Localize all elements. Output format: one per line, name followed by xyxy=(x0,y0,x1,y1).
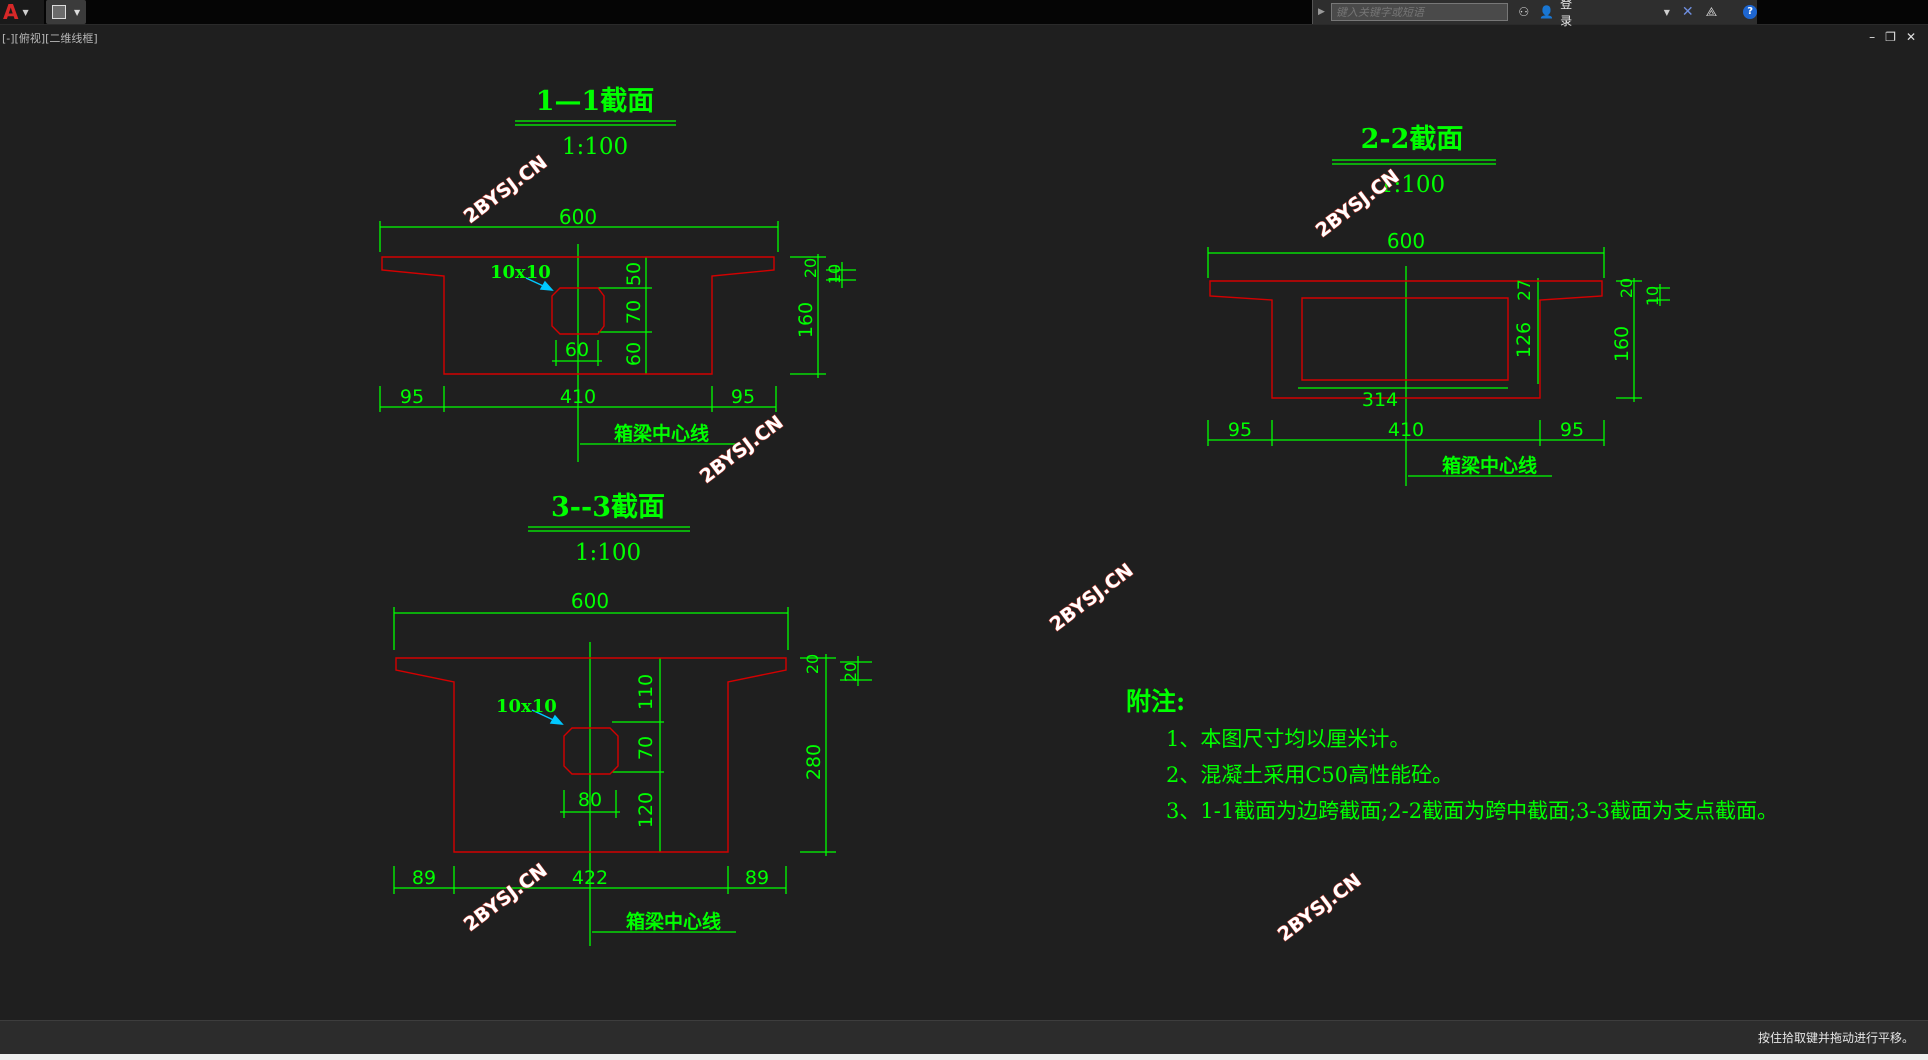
section-2-title: 2-2截面 xyxy=(1361,124,1464,155)
user-icon[interactable]: 👤 xyxy=(1539,5,1555,19)
dim-label: 50 xyxy=(623,262,645,286)
dim-label: 60 xyxy=(565,339,589,361)
dim-label: 20 xyxy=(801,258,820,278)
section-3-title: 3--3截面 xyxy=(551,492,665,523)
dim-label: 600 xyxy=(1387,229,1425,253)
dim-label: 410 xyxy=(560,386,596,408)
watermark: 2BYSJ.CN xyxy=(1274,869,1366,946)
autodesk-a360-icon[interactable]: ⟁ xyxy=(1705,4,1718,20)
dim-label: 600 xyxy=(571,589,609,613)
exchange-icon[interactable]: ✕ xyxy=(1681,4,1694,20)
section-2-scale: 1:100 xyxy=(1379,172,1445,198)
dim-label: 314 xyxy=(1362,389,1398,411)
section-3-scale: 1:100 xyxy=(575,540,641,566)
bottom-strip xyxy=(0,1054,1928,1060)
note-item: 3、1-1截面为边跨截面;2-2截面为跨中截面;3-3截面为支点截面。 xyxy=(1166,799,1778,823)
section-1-centerline-label: 箱梁中心线 xyxy=(614,422,709,445)
watermark: 2BYSJ.CN xyxy=(696,411,788,488)
dim-label: 410 xyxy=(1388,419,1424,441)
login-label[interactable]: 登录 xyxy=(1560,0,1573,28)
search-input[interactable] xyxy=(1330,3,1509,21)
dim-label: 10 xyxy=(825,264,844,284)
dim-label: 20 xyxy=(841,662,860,682)
watermark: 2BYSJ.CN xyxy=(1046,559,1138,636)
dim-label: 89 xyxy=(745,867,769,889)
dim-label: 80 xyxy=(578,789,602,811)
minimize-icon[interactable]: – xyxy=(1869,30,1876,44)
status-prompt: 按住拾取键并拖动进行平移。 xyxy=(1757,1031,1914,1045)
viewport-controls-label[interactable]: [-][俯视][二维线框] xyxy=(2,32,98,45)
note-item: 2、混凝土采用C50高性能砼。 xyxy=(1166,763,1453,787)
dim-label: 95 xyxy=(731,386,755,408)
dim-label: 126 xyxy=(1513,322,1535,358)
section-2-centerline-label: 箱梁中心线 xyxy=(1442,454,1537,477)
dropdown-arrow-icon: ▼ xyxy=(22,7,29,17)
section-1-title: 1—1截面 xyxy=(536,86,655,117)
watermark: 2BYSJ.CN xyxy=(460,859,552,936)
section-1-hole-label: 10x10 xyxy=(490,262,551,283)
dim-label: 160 xyxy=(795,302,817,338)
section-1-scale: 1:100 xyxy=(562,134,628,160)
help-icon[interactable]: ? xyxy=(1743,5,1757,19)
restore-icon[interactable]: ❐ xyxy=(1885,30,1896,44)
login-dropdown-icon[interactable]: ▼ xyxy=(1663,7,1670,17)
dim-label: 27 xyxy=(1515,279,1535,301)
watermark: 2BYSJ.CN xyxy=(460,151,552,228)
dim-label: 60 xyxy=(623,342,645,366)
drawing-window-controls: – ❐ ✕ xyxy=(1869,30,1916,44)
dim-label: 89 xyxy=(412,867,436,889)
dim-label: 120 xyxy=(635,792,657,828)
dim-label: 110 xyxy=(635,674,657,710)
dim-label: 95 xyxy=(400,386,424,408)
dim-label: 95 xyxy=(1228,419,1252,441)
dim-label: 422 xyxy=(572,867,608,889)
dim-label: 20 xyxy=(803,654,822,674)
close-icon[interactable]: ✕ xyxy=(1905,30,1916,44)
document-icon[interactable] xyxy=(52,5,66,19)
dim-label: 280 xyxy=(803,744,825,780)
dim-label: 160 xyxy=(1611,326,1633,362)
dim-label: 95 xyxy=(1560,419,1584,441)
quick-access-toolbar[interactable]: ▼ xyxy=(46,0,86,24)
note-item: 1、本图尺寸均以厘米计。 xyxy=(1166,727,1410,751)
expand-arrow-icon[interactable]: ▶ xyxy=(1318,7,1325,17)
status-bar: 按住拾取键并拖动进行平移。 xyxy=(0,1020,1928,1055)
dim-label: 10 xyxy=(1643,286,1662,306)
dim-label: 70 xyxy=(623,300,645,324)
section-3-hole-label: 10x10 xyxy=(496,696,557,717)
application-menu-button[interactable]: A ▼ xyxy=(0,0,44,24)
section-3-centerline-label: 箱梁中心线 xyxy=(626,910,721,933)
dropdown-arrow-icon[interactable]: ▼ xyxy=(74,7,81,17)
autocad-logo-icon: A xyxy=(3,0,19,24)
dim-label: 600 xyxy=(559,205,597,229)
drawing-canvas[interactable]: 1—1截面 1:100 10x10 600 20 10 50 70 60 60 … xyxy=(0,24,1928,1020)
binoculars-icon[interactable]: ⚇ xyxy=(1518,5,1530,19)
dim-label: 70 xyxy=(635,736,657,760)
notes-heading: 附注: xyxy=(1126,687,1185,716)
dim-label: 20 xyxy=(1617,278,1636,298)
infocenter-bar: ▶ ⚇ 👤 登录 ▼ ✕ ⟁ ? xyxy=(1312,0,1757,28)
title-bar: A ▼ ▼ ▶ ⚇ 👤 登录 ▼ ✕ ⟁ ? xyxy=(0,0,1928,28)
